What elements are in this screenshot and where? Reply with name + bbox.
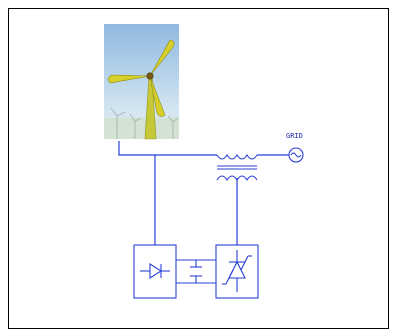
wind-turbine-image — [104, 24, 179, 140]
inverter-box — [215, 244, 259, 299]
grid-label: GRID — [286, 132, 303, 140]
rectifier-box — [133, 244, 177, 299]
power-converter — [133, 244, 259, 299]
grid-source-icon — [288, 147, 304, 163]
wiring — [118, 141, 289, 245]
transformer-symbol — [216, 153, 258, 182]
